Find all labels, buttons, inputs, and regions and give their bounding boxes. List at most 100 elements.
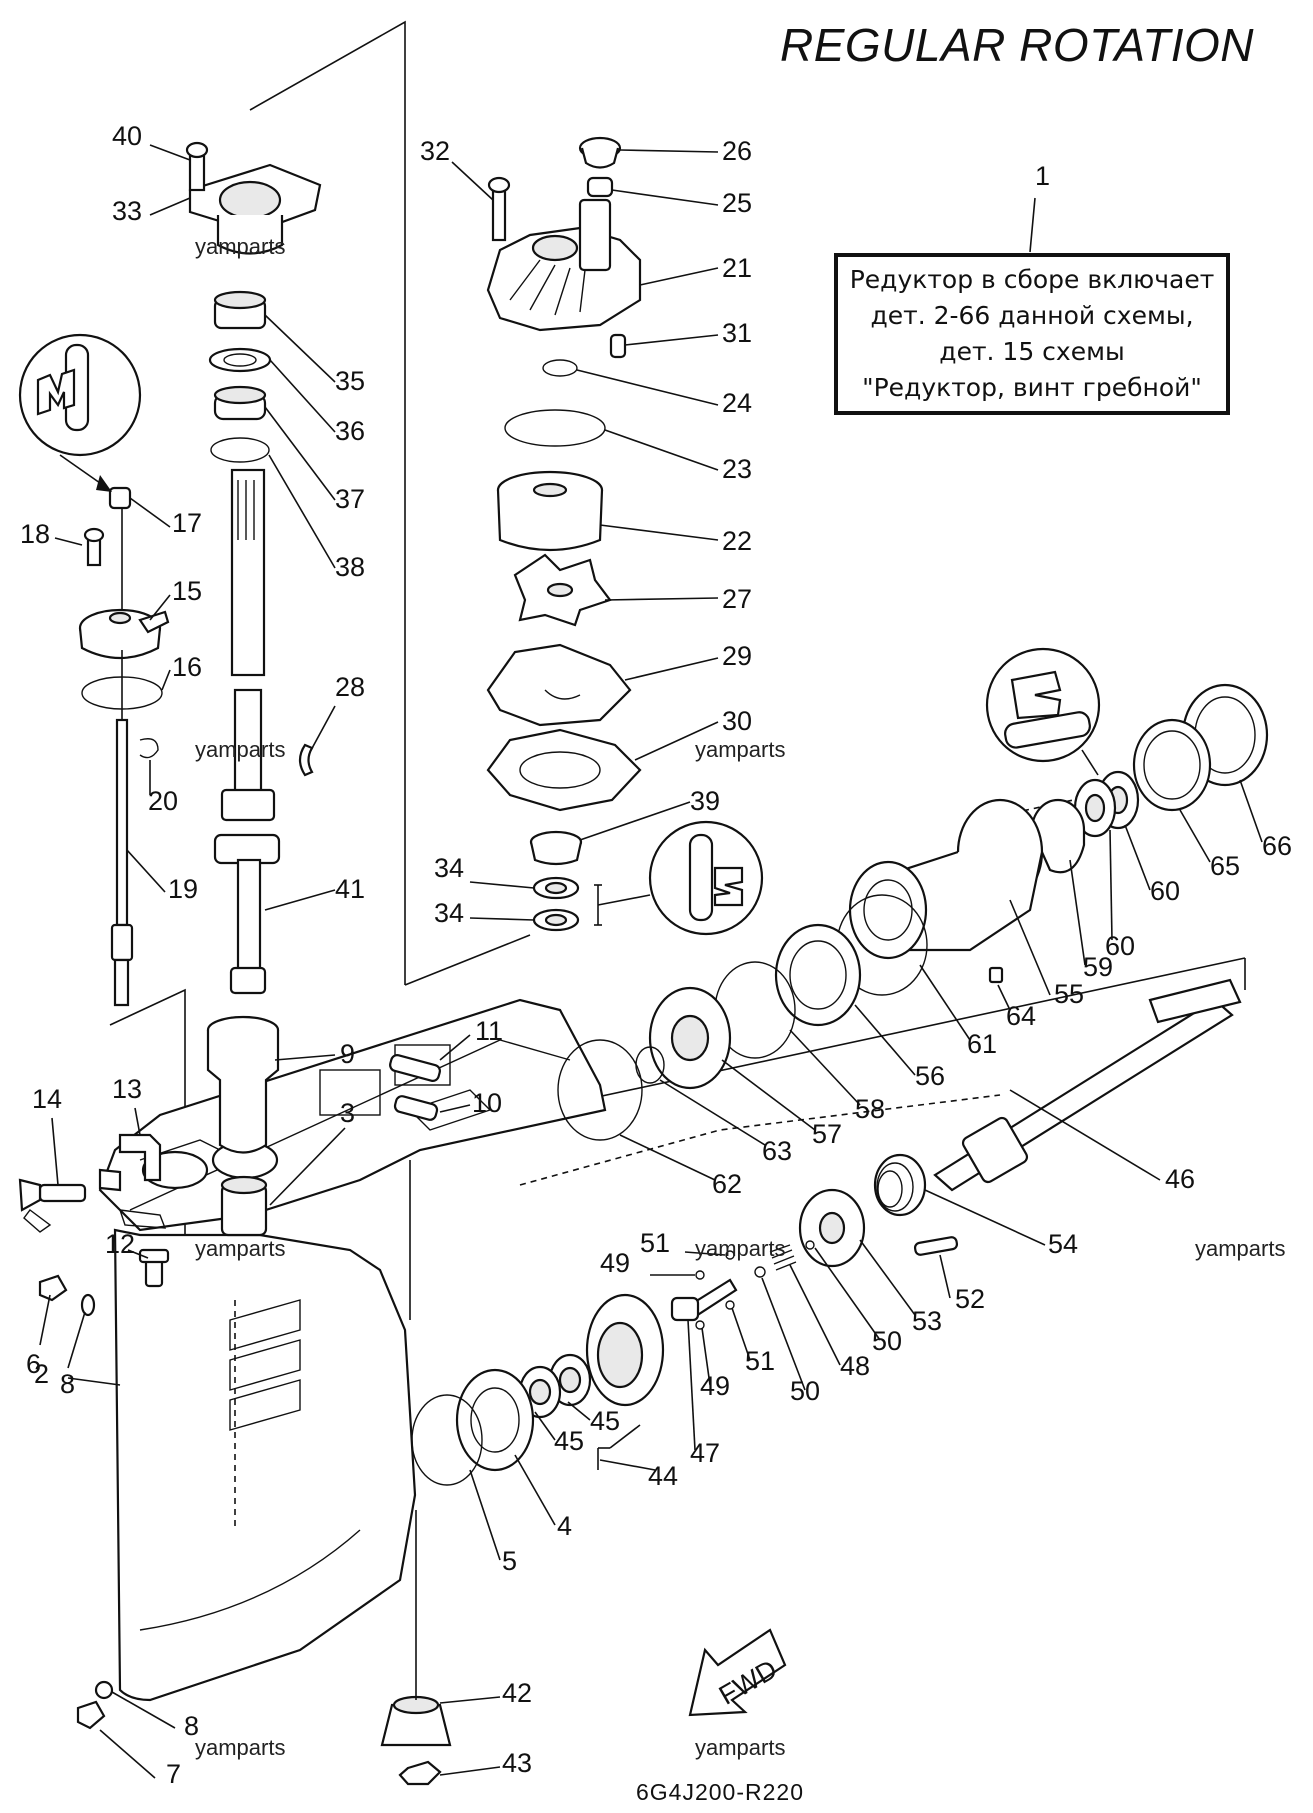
leader-line (567, 1401, 591, 1421)
callout-2: 2 (34, 1359, 49, 1389)
leader-line (149, 594, 171, 621)
leader-line (659, 1079, 766, 1146)
callout-10: 10 (472, 1088, 502, 1118)
leader-line (439, 1766, 501, 1776)
leader-line (939, 1254, 951, 1299)
callout-49: 49 (700, 1371, 730, 1401)
leader-line (1069, 859, 1086, 966)
part-20-clip (139, 738, 159, 759)
callout-38: 38 (335, 552, 365, 582)
part-4-bearing (455, 1368, 535, 1472)
leader-line (619, 1134, 716, 1181)
callout-14: 14 (32, 1084, 62, 1114)
callout-48: 48 (840, 1351, 870, 1381)
callout-44: 44 (648, 1461, 678, 1491)
callout-4: 4 (557, 1511, 572, 1541)
part-26-grommet (578, 136, 622, 169)
callout-46: 46 (1165, 1164, 1195, 1194)
leader-line (67, 1311, 86, 1369)
part-59-bearing (1030, 798, 1086, 874)
callout-51: 51 (745, 1346, 775, 1376)
leader-line (854, 1004, 916, 1076)
part-55-bearing-housing (848, 798, 1044, 960)
callout-8: 8 (60, 1369, 75, 1399)
leader-line (619, 149, 719, 153)
leader-line (1109, 829, 1113, 941)
leader-line (149, 197, 191, 216)
leader-line (264, 314, 336, 383)
leader-line (269, 1127, 346, 1206)
part-17-collar (108, 486, 132, 510)
note-line: дет. 2-66 данной схемы, (870, 301, 1194, 330)
part-38-oring (210, 437, 270, 463)
part-65-lock-washer (1132, 718, 1212, 812)
leader-line (534, 1411, 556, 1441)
callout-53: 53 (912, 1306, 942, 1336)
leader-line (161, 669, 171, 691)
part-13-hose (98, 1133, 167, 1229)
part-39-seal (529, 830, 583, 866)
callout-54: 54 (1048, 1229, 1078, 1259)
leader-line (514, 1454, 556, 1526)
part-24-oring (542, 359, 578, 377)
callout-1: 1 (1035, 161, 1050, 191)
leader-line (579, 801, 691, 841)
callout-45: 45 (554, 1426, 584, 1456)
leader-line (129, 497, 171, 528)
part-49-ball (695, 1320, 705, 1330)
leader-line (51, 1117, 59, 1186)
leader-line (634, 721, 719, 761)
part-8-gasket-lower (94, 1680, 114, 1700)
leader-line (1124, 824, 1151, 891)
leader-line (814, 1247, 881, 1341)
leader-line (687, 1319, 696, 1451)
callout-3: 3 (340, 1098, 355, 1128)
part-64-key (988, 966, 1004, 984)
part-11-pin (389, 1054, 441, 1082)
watermark-text: yamparts (195, 1236, 285, 1261)
part-30-gasket (486, 728, 642, 812)
part-42-pinion (380, 1695, 452, 1747)
part-15-oil-seal-housing (78, 608, 170, 660)
leader-line (149, 144, 191, 161)
callout-61: 61 (967, 1029, 997, 1059)
leader-line (789, 1264, 841, 1366)
leader-line (1239, 779, 1263, 843)
leader-line (1009, 899, 1051, 996)
leader-line (264, 406, 336, 501)
part-23-oring (504, 409, 606, 447)
part-12-plug (138, 1248, 170, 1288)
part-9-sleeve (206, 1015, 280, 1154)
note-line: "Редуктор, винт гребной" (862, 373, 1202, 402)
leader-line (997, 984, 1011, 1011)
callout-19: 19 (168, 874, 198, 904)
watermark-text: yamparts (195, 234, 285, 259)
callout-49: 49 (600, 1248, 630, 1278)
leader-line (268, 454, 336, 569)
leader-line (469, 1469, 501, 1561)
leader-line (924, 1189, 1046, 1246)
callout-7: 7 (166, 1759, 181, 1789)
watermark-text: yamparts (195, 737, 285, 762)
leader-line (684, 1251, 726, 1256)
note-line: дет. 15 схемы (939, 337, 1125, 366)
assembly-note-box: Редуктор в сборе включает дет. 2-66 данн… (834, 253, 1230, 415)
callout-35: 35 (335, 366, 365, 396)
boundary-line (249, 20, 406, 985)
callout-55: 55 (1054, 979, 1084, 1009)
detail-circle-grease-left (18, 333, 142, 492)
part-27-impeller (513, 553, 612, 627)
fwd-arrow-icon: FWD (688, 1628, 787, 1717)
part-6-plug (38, 1274, 68, 1302)
callout-50: 50 (872, 1326, 902, 1356)
leader-line (67, 1377, 121, 1386)
callout-43: 43 (502, 1748, 532, 1778)
callout-39: 39 (690, 786, 720, 816)
part-32-bolt (487, 176, 511, 242)
leader-line (111, 1691, 176, 1729)
callout-33: 33 (112, 196, 142, 226)
callout-32: 32 (420, 136, 450, 166)
part-53-dog-clutch (798, 1188, 866, 1268)
callout-24: 24 (722, 388, 752, 418)
